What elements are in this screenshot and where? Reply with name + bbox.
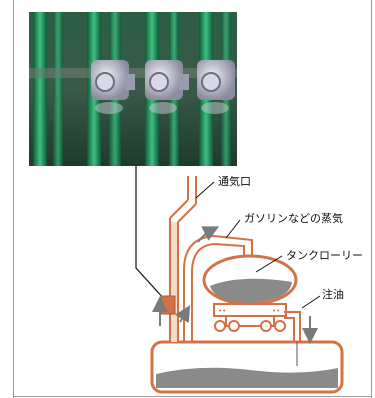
lorry-leader <box>255 255 283 273</box>
vapor-arrow-top <box>197 226 220 243</box>
vapor-arrow-mid <box>175 305 191 323</box>
svg-text:••: •• <box>272 307 280 315</box>
refuel-pipe <box>284 311 301 342</box>
vapor-leader <box>225 219 241 239</box>
label-refuel: 注油 <box>322 287 344 301</box>
frame-left-border <box>13 0 14 398</box>
label-vapor: ガソリンなどの蒸気 <box>244 211 343 225</box>
valve-photo <box>29 12 237 166</box>
frame-bottom-border <box>13 396 372 397</box>
frame-right-border <box>371 0 372 398</box>
tank-lorry: •• •• <box>202 254 298 332</box>
vent-leader <box>195 181 215 199</box>
photo-leader-line <box>135 166 166 301</box>
label-tank-lorry: タンクローリー <box>286 249 363 262</box>
label-vent: 通気口 <box>218 174 251 188</box>
underground-tank <box>150 340 344 394</box>
vapor-valve <box>160 295 176 315</box>
refuel-leader <box>301 295 321 309</box>
svg-text:••: •• <box>218 307 226 315</box>
